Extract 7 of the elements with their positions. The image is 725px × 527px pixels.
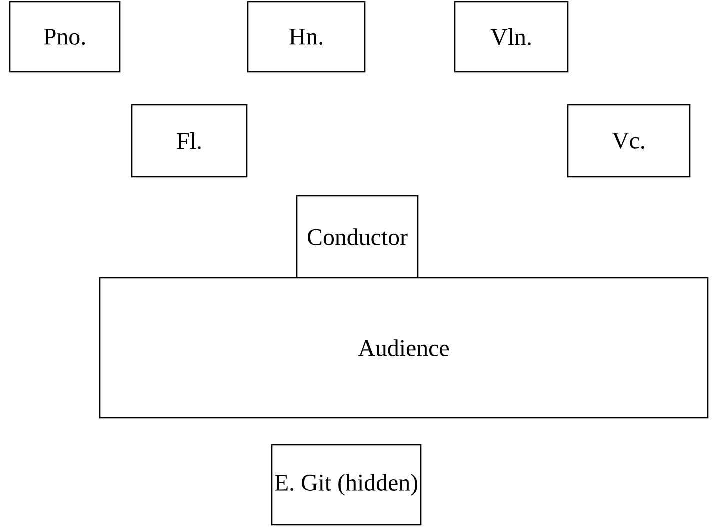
instrument-box: Vc. xyxy=(567,104,691,178)
instrument-box: Hn. xyxy=(247,1,366,73)
instrument-box: Pno. xyxy=(9,1,121,73)
conductor-box: Conductor xyxy=(296,195,419,279)
instrument-box: E. Git (hidden) xyxy=(271,444,422,526)
instrument-box: Fl. xyxy=(131,104,248,178)
instrument-box: Vln. xyxy=(454,1,569,73)
